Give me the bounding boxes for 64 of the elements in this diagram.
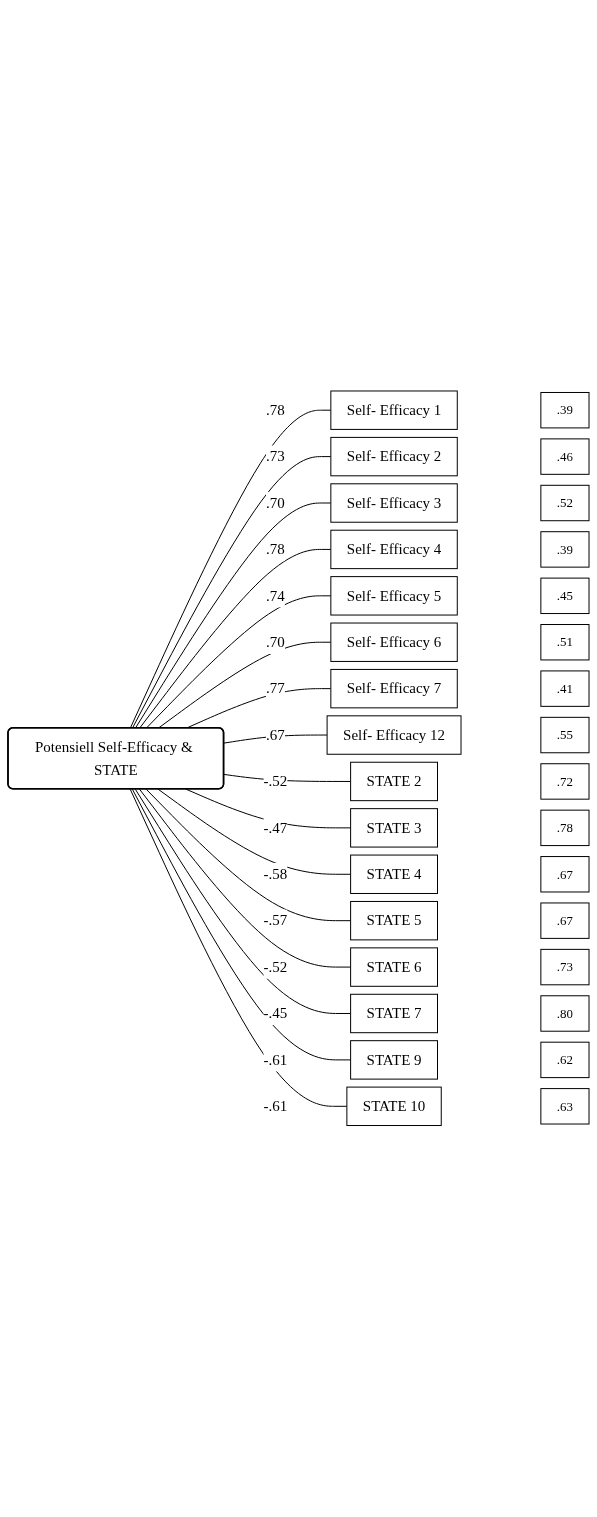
edge-label: .78 bbox=[265, 541, 285, 558]
edge-label: -.61 bbox=[263, 1098, 288, 1115]
connector bbox=[139, 788, 352, 968]
connector bbox=[139, 549, 332, 730]
node-box: Self- Efficacy 6 bbox=[330, 622, 458, 663]
connector bbox=[145, 595, 332, 730]
node-box: .41 bbox=[540, 670, 590, 708]
connector bbox=[157, 642, 332, 730]
connector bbox=[131, 788, 352, 1061]
node-box: STATE 10 bbox=[346, 1086, 442, 1127]
edge-label: -.45 bbox=[263, 1005, 288, 1022]
node-box: STATE 4 bbox=[350, 854, 438, 895]
connector bbox=[145, 788, 352, 922]
node-box: STATE 7 bbox=[350, 994, 438, 1034]
node-box: .55 bbox=[540, 717, 590, 754]
edge-label: -.47 bbox=[263, 819, 288, 836]
node-box: .73 bbox=[540, 949, 590, 986]
node-box: .67 bbox=[540, 856, 590, 893]
node-box: .67 bbox=[540, 902, 590, 940]
connector bbox=[185, 688, 332, 730]
edge-label: .70 bbox=[265, 495, 285, 511]
node-box: .78 bbox=[540, 809, 590, 847]
node-box: Self- Efficacy 1 bbox=[330, 390, 458, 431]
edge-label: .77 bbox=[265, 680, 285, 697]
node-box: .46 bbox=[540, 438, 590, 476]
connector bbox=[223, 734, 328, 744]
node-box: .45 bbox=[540, 577, 590, 615]
edge-label: -.52 bbox=[263, 959, 288, 976]
node-box: Self- Efficacy 12 bbox=[326, 715, 462, 755]
edge-label: .67 bbox=[265, 727, 285, 744]
connector bbox=[157, 788, 352, 875]
node-box: Self- Efficacy 2 bbox=[330, 437, 458, 477]
connector bbox=[134, 502, 332, 730]
edge-label: .73 bbox=[265, 448, 285, 465]
edge-label: -.57 bbox=[263, 912, 288, 929]
node-box: .80 bbox=[540, 995, 590, 1032]
node-box: .39 bbox=[540, 531, 590, 568]
node-box: Self- Efficacy 7 bbox=[330, 669, 458, 709]
edge-label: .74 bbox=[265, 587, 285, 604]
connector bbox=[129, 788, 348, 1108]
node-box: .51 bbox=[540, 624, 590, 661]
node-box: .72 bbox=[540, 763, 590, 800]
node-box: STATE 5 bbox=[350, 901, 438, 941]
connector bbox=[223, 774, 352, 783]
edge-label: .78 bbox=[265, 402, 285, 419]
node-box: .52 bbox=[540, 485, 590, 522]
node-box: STATE 2 bbox=[350, 762, 438, 802]
connector bbox=[129, 409, 332, 730]
node-box: STATE 9 bbox=[350, 1040, 438, 1080]
node-box: STATE 3 bbox=[350, 808, 438, 848]
node-box: .62 bbox=[540, 1041, 590, 1079]
node-box: .39 bbox=[540, 392, 590, 429]
edge-label: -.61 bbox=[263, 1051, 288, 1068]
connector bbox=[185, 788, 352, 829]
node-box: STATE 6 bbox=[350, 947, 438, 988]
edge-label: -.52 bbox=[263, 773, 288, 790]
node-box: Self- Efficacy 5 bbox=[330, 576, 458, 616]
node-box: .63 bbox=[540, 1088, 590, 1125]
connector bbox=[134, 788, 352, 1015]
node-box: Self- Efficacy 3 bbox=[330, 483, 458, 523]
edge-label: .70 bbox=[265, 634, 285, 651]
node-box: Self- Efficacy 4 bbox=[330, 529, 458, 570]
edge-label: -.58 bbox=[263, 866, 288, 883]
connector bbox=[131, 456, 332, 730]
